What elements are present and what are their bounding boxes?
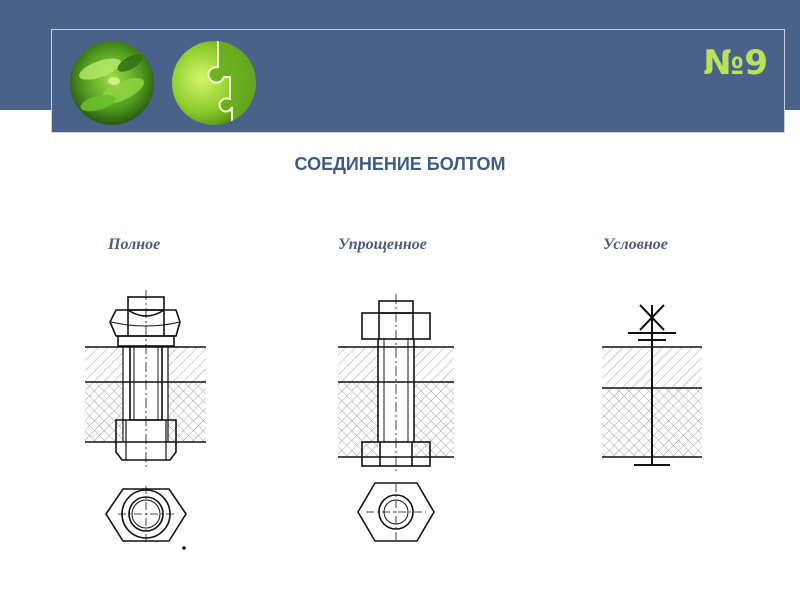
simplified-drawing	[338, 294, 454, 542]
label-full: Полное	[108, 236, 161, 253]
full-drawing	[85, 290, 206, 550]
green-leaf-closeup-icon	[70, 41, 154, 125]
label-simplified: Упрощенное	[338, 236, 427, 253]
slide-number: №9	[703, 43, 768, 83]
label-conventional: Условное	[603, 236, 668, 253]
page-title: СОЕДИНЕНИЕ БОЛТОМ	[294, 154, 506, 174]
header-panel: №9	[51, 29, 785, 133]
green-puzzle-leaf-icon	[172, 41, 256, 125]
conventional-drawing	[602, 304, 702, 466]
